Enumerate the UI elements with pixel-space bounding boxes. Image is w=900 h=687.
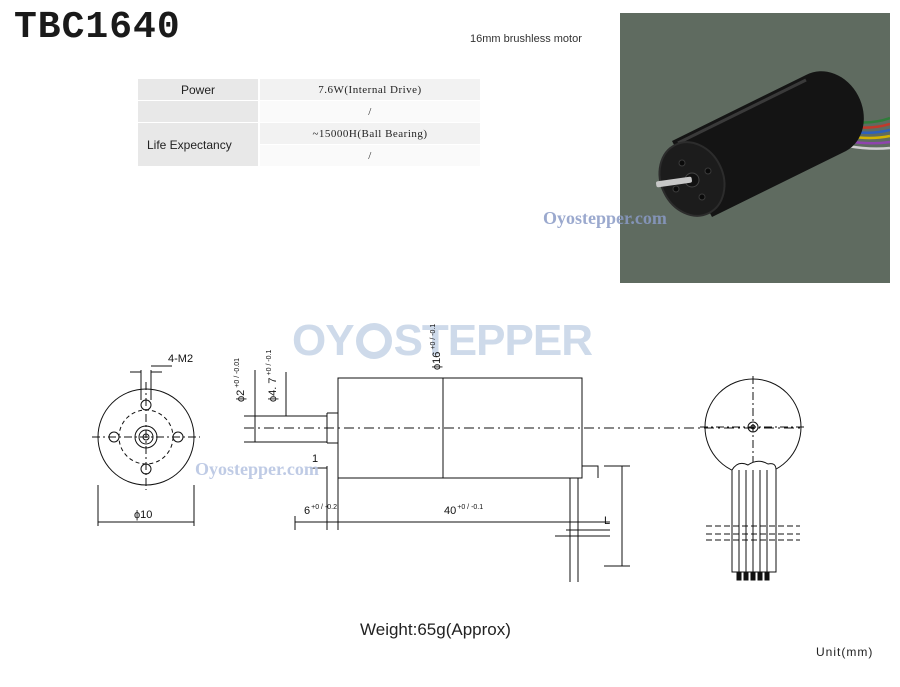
motor-shaft [656,176,692,188]
side-view [244,370,800,582]
life-label: Life Expectancy [138,122,259,167]
product-title: TBC1640 [14,6,181,49]
body-dia-label: ϕ16+0 / -0.1 [430,324,443,370]
watermark-drawing: Oyostepper.com [195,459,319,479]
power-value: 7.6W(Internal Drive) [258,79,480,101]
watermark-logo-right: STEPPER [393,316,593,365]
shaft-dia-label: ϕ2+0 / -0.01 [234,358,247,402]
rear-view [700,376,806,581]
watermark-logo: OY STEPPER [292,316,593,366]
motor-photo [620,13,890,283]
technical-drawing: 4-M2 ϕ10 ϕ2+0 / -0.01 ϕ4. 7+0 / -0.1 ϕ16… [92,324,806,582]
step-label: 1 [312,453,318,465]
weight-label: Weight:65g(Approx) [360,620,511,639]
gear-icon [355,323,392,359]
spec-row4-value: / [258,144,480,167]
body-len-label: 40+0 / -0.1 [444,504,483,517]
shaft-len-label: 6+0 / -0.2 [304,504,337,517]
front-dia-label: ϕ10 [134,509,152,521]
unit-label: Unit(mm) [816,645,874,659]
spec-blank-label [138,100,259,123]
spec-table: Power 7.6W(Internal Drive) / Life Expect… [138,79,480,167]
power-label: Power [138,79,259,101]
spec-row2-value: / [258,100,480,123]
watermark-photo: Oyostepper.com [543,208,667,228]
product-subtitle: 16mm brushless motor [470,33,582,45]
life-value: ~15000H(Ball Bearing) [258,122,480,145]
motor-body [658,71,864,217]
boss-dia-label: ϕ4. 7+0 / -0.1 [266,350,279,403]
front-view [92,365,200,526]
front-thread-label: 4-M2 [168,353,193,365]
lead-mark-label: L [604,515,610,527]
watermark-logo-left: OY [292,316,355,365]
